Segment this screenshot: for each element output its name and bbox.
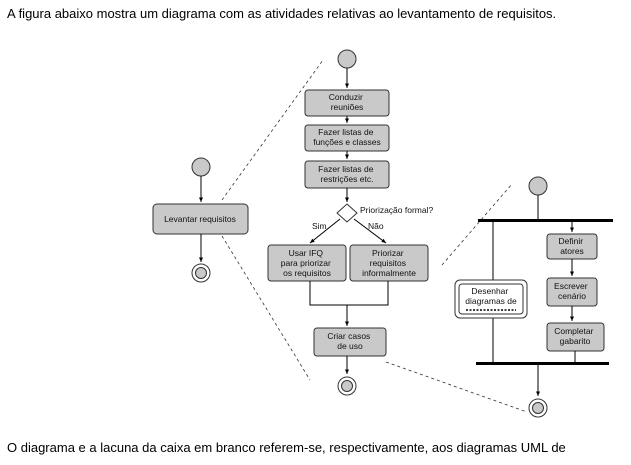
sim-label: Sim bbox=[312, 221, 327, 231]
criar-casos-activity bbox=[313, 327, 387, 357]
intro-text: A figura abaixo mostra um diagrama com a… bbox=[7, 6, 557, 21]
completar-gabarito-label: Completar gabarito bbox=[554, 326, 596, 346]
decision-label: Priorização formal? bbox=[360, 205, 433, 215]
escrever-cenario-label: Escrever cenário bbox=[554, 281, 590, 301]
center-start-node bbox=[337, 49, 357, 69]
usar-ifq-activity bbox=[267, 244, 347, 282]
join-bar bbox=[476, 362, 609, 365]
right-diagram: Definir atores Escrever cenário Completa… bbox=[454, 176, 613, 418]
decision-node bbox=[336, 203, 358, 223]
desenhar-diagramas-label: Desenhar diagramas de bbox=[465, 286, 517, 306]
levantar-requisitos-label: Levantar requisitos bbox=[164, 214, 236, 224]
zoom-line-bottom-left bbox=[221, 235, 311, 381]
right-start-node bbox=[528, 176, 548, 196]
zoom-line-top-left bbox=[221, 59, 324, 201]
priorizar-informalmente-label: Priorizar requisitos informalmente bbox=[362, 248, 416, 278]
center-diagram: Conduzir reuniões Fazer listas de funçõe… bbox=[267, 49, 433, 396]
desenhar-diagramas-box bbox=[458, 283, 524, 315]
criar-casos-label: Criar casos de uso bbox=[327, 331, 372, 351]
zoom-line-top-right bbox=[441, 183, 513, 266]
nao-label: Não bbox=[368, 221, 384, 231]
left-diagram: Levantar requisitos bbox=[152, 157, 249, 283]
usar-ifq-label: Usar IFQ para priorizar os requisitos bbox=[281, 248, 333, 278]
left-start-node bbox=[191, 157, 211, 177]
priorizar-informalmente-activity bbox=[349, 244, 429, 282]
definir-atores-label: Definir atores bbox=[559, 236, 586, 256]
conduzir-reunioes-label: Conduzir reuniões bbox=[329, 92, 365, 112]
fork-bar bbox=[478, 219, 613, 222]
listas-restricoes-label: Fazer listas de restrições etc. bbox=[318, 164, 376, 184]
question-text: O diagrama e a lacuna da caixa em branco… bbox=[7, 440, 566, 455]
listas-funcoes-label: Fazer listas de funções e classes bbox=[313, 127, 381, 147]
zoom-line-bottom-right bbox=[385, 361, 528, 413]
